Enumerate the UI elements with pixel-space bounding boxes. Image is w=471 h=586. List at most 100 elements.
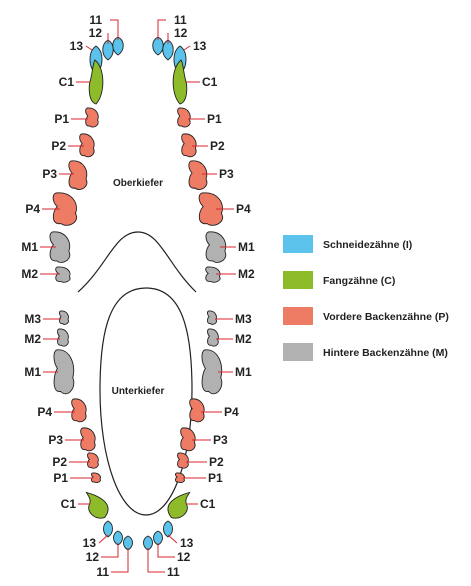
leader-line	[183, 45, 191, 51]
leader-line	[157, 543, 175, 558]
lower-tooth-label-right: M2	[235, 332, 252, 346]
upper-tooth-label-right: 13	[193, 39, 207, 53]
leader-line	[110, 19, 119, 40]
upper-tooth-right-m1	[205, 231, 227, 263]
lower-tooth-label-right: 13	[180, 536, 194, 550]
lower-tooth-label-right: 12	[177, 550, 191, 564]
lower-tooth-right-m2	[207, 328, 219, 347]
lower-tooth-label-left: 12	[86, 550, 100, 564]
upper-tooth-right-12	[162, 39, 174, 61]
leader-line	[111, 548, 129, 573]
legend-label-incisor: Schneidezähne (I)	[323, 239, 412, 251]
lower-tooth-label-right: M1	[235, 365, 252, 379]
upper-tooth-left-c1	[88, 59, 104, 105]
lower-tooth-label-left: P3	[48, 433, 63, 447]
lower-tooth-label-right: M3	[235, 312, 252, 326]
upper-tooth-label-left: P3	[42, 167, 57, 181]
lower-tooth-right-11	[143, 535, 153, 551]
upper-tooth-label-right: P4	[236, 202, 251, 216]
lower-tooth-left-m3	[58, 310, 69, 325]
upper-tooth-label-left: M1	[21, 240, 38, 254]
lower-tooth-label-left: C1	[61, 497, 77, 511]
upper-tooth-right-11	[152, 36, 164, 56]
legend-label-molar: Hintere Backenzähne (M)	[323, 347, 448, 359]
lower-tooth-right-m1	[201, 349, 223, 395]
leader-line	[98, 534, 109, 544]
leader-line	[157, 19, 166, 40]
upper-tooth-right-p1	[177, 107, 191, 128]
legend-swatch-premolar	[283, 307, 313, 325]
lower-tooth-left-c1	[85, 491, 109, 519]
upper-tooth-left-p1	[85, 107, 99, 128]
lower-tooth-label-right: C1	[200, 497, 216, 511]
upper-tooth-label-right: C1	[202, 75, 218, 89]
lower-tooth-left-p1	[90, 472, 101, 483]
upper-tooth-left-p3	[68, 160, 88, 190]
upper-tooth-label-left: 11	[89, 13, 102, 27]
lower-tooth-right-p4	[189, 398, 205, 423]
lower-tooth-label-left: 13	[83, 536, 97, 550]
lower-tooth-right-p1	[174, 472, 185, 483]
lower-tooth-right-c1	[167, 491, 191, 519]
upper-tooth-label-right: M2	[238, 267, 255, 281]
upper-tooth-left-12	[102, 39, 114, 61]
upper-tooth-label-left: P4	[25, 202, 40, 216]
upper-tooth-label-left: P2	[51, 139, 66, 153]
upper-tooth-label-left: C1	[59, 75, 75, 89]
lower-tooth-right-13	[163, 520, 173, 538]
upper-jaw-label: Oberkiefer	[113, 178, 163, 189]
legend-label-premolar: Vordere Backenzähne (P)	[323, 311, 449, 323]
lower-tooth-label-left: P2	[52, 455, 67, 469]
upper-tooth-right-p2	[181, 133, 197, 158]
leader-line	[85, 45, 93, 51]
lower-tooth-left-m1	[53, 349, 75, 395]
lower-tooth-left-p4	[71, 398, 87, 423]
lower-tooth-label-left: M3	[24, 312, 41, 326]
lower-tooth-label-right: P3	[213, 433, 228, 447]
upper-tooth-right-m2	[205, 266, 221, 283]
leader-line	[167, 534, 178, 544]
upper-palate-outline	[77, 231, 197, 293]
lower-tooth-label-left: M2	[24, 332, 41, 346]
upper-tooth-label-left: 13	[70, 39, 84, 53]
lower-tooth-right-12	[153, 530, 163, 546]
legend-swatch-canine	[283, 271, 313, 289]
upper-tooth-label-left: 12	[89, 26, 103, 40]
upper-tooth-label-left: M2	[21, 267, 38, 281]
upper-tooth-label-right: P1	[207, 112, 222, 126]
legend-swatch-incisor	[283, 235, 313, 253]
upper-tooth-left-m2	[55, 266, 71, 283]
lower-tooth-label-left: 11	[96, 565, 109, 579]
upper-tooth-label-right: M1	[238, 240, 255, 254]
tongue-outline	[99, 287, 193, 516]
lower-tooth-label-right: 11	[167, 565, 180, 579]
upper-tooth-label-right: P3	[219, 167, 234, 181]
lower-tooth-left-11	[123, 535, 133, 551]
upper-tooth-label-left: P1	[54, 112, 69, 126]
upper-tooth-right-p4	[198, 192, 223, 226]
lower-tooth-right-m3	[206, 310, 217, 325]
lower-tooth-left-13	[103, 520, 113, 538]
leader-line	[101, 543, 119, 558]
lower-tooth-left-12	[113, 530, 123, 546]
lower-tooth-label-right: P4	[224, 405, 239, 419]
lower-tooth-label-right: P1	[208, 471, 223, 485]
lower-tooth-label-left: P1	[53, 471, 68, 485]
lower-tooth-right-p2	[177, 452, 189, 469]
lower-tooth-left-p2	[87, 452, 99, 469]
upper-tooth-left-11	[112, 36, 124, 56]
upper-tooth-right-p3	[188, 160, 208, 190]
upper-tooth-label-right: 11	[174, 13, 187, 27]
lower-tooth-label-left: M1	[24, 365, 41, 379]
lower-tooth-label-left: P4	[37, 405, 52, 419]
legend-label-canine: Fangzähne (C)	[323, 275, 395, 287]
lower-tooth-label-right: P2	[209, 455, 224, 469]
lower-jaw-label: Unterkiefer	[112, 386, 165, 397]
leader-line	[147, 548, 165, 573]
lower-tooth-left-p3	[80, 427, 96, 452]
upper-tooth-left-p2	[79, 133, 95, 158]
legend: Schneidezähne (I) Fangzähne (C) Vordere Ba…	[283, 235, 449, 361]
upper-tooth-left-p4	[52, 192, 77, 226]
